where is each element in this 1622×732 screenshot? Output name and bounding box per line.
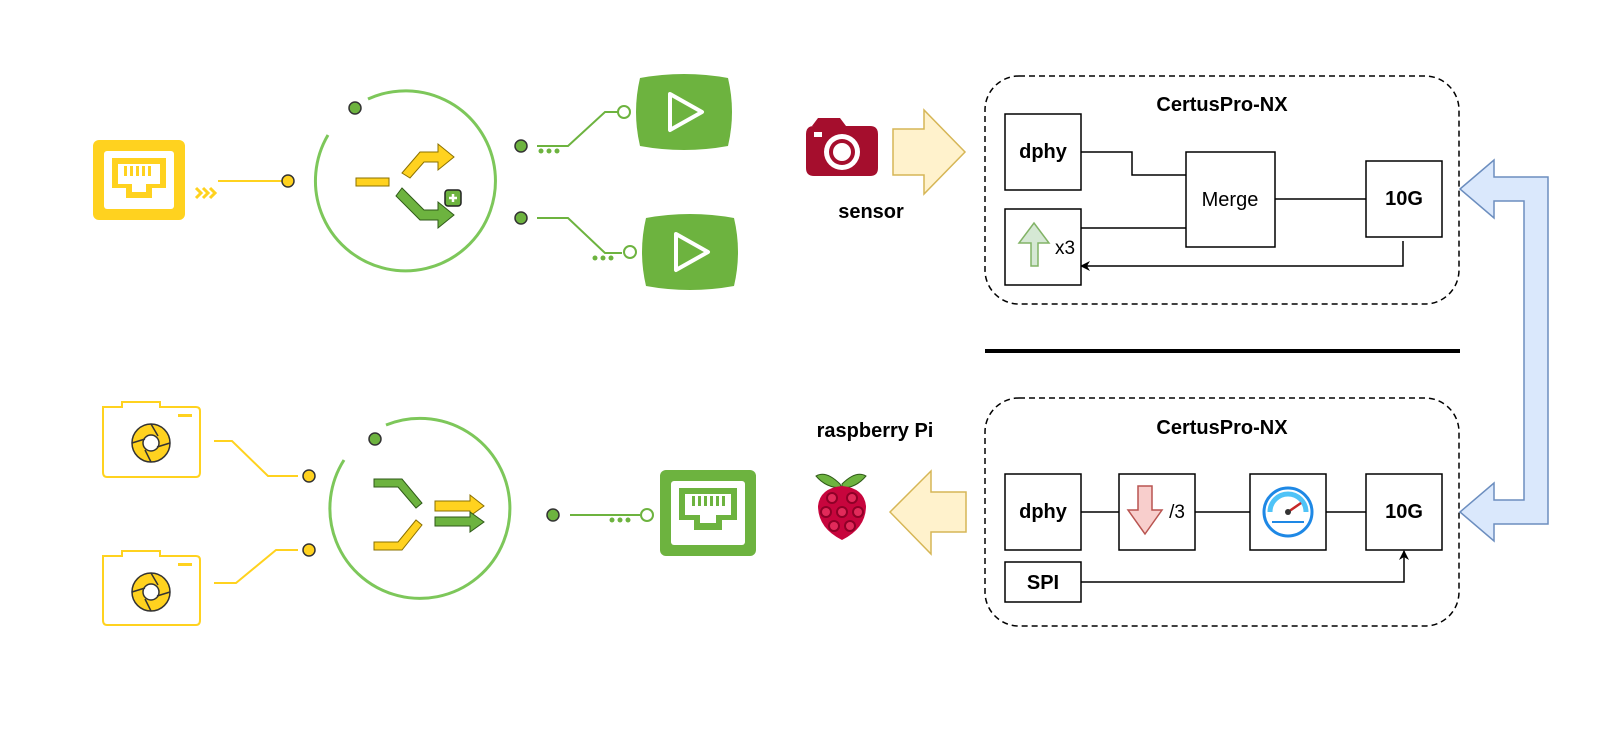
bottom-connectors xyxy=(1081,511,1409,583)
merge-label: Merge xyxy=(1202,189,1259,211)
bottom-10g-label: 10G xyxy=(1385,501,1423,523)
input-port-dot xyxy=(281,174,295,188)
stream-merge-icon xyxy=(328,416,512,600)
bottom-panel-title: CertusPro-NX xyxy=(1156,417,1288,439)
camera-icon xyxy=(102,401,201,478)
top-connectors xyxy=(1080,151,1404,271)
ethernet-port-icon xyxy=(660,470,756,556)
bottom-fpga-panel xyxy=(984,397,1460,627)
upscale-label: x3 xyxy=(1055,238,1075,259)
port-dot xyxy=(623,245,637,259)
output-port-dot xyxy=(546,508,560,522)
connector-line xyxy=(537,217,622,254)
connector-dots xyxy=(592,255,614,261)
raspberry-pi-icon xyxy=(815,473,867,540)
connector-dots xyxy=(538,148,560,154)
spi-block xyxy=(1004,561,1082,603)
stream-chevrons-icon xyxy=(194,186,218,200)
port-dot xyxy=(640,508,654,522)
port-dot xyxy=(617,105,631,119)
spi-label: SPI xyxy=(1027,572,1059,594)
data-flow-arrow xyxy=(888,469,967,556)
top-panel-title: CertusPro-NX xyxy=(1156,94,1288,116)
top-dphy-block xyxy=(1004,113,1082,191)
play-output-icon xyxy=(636,74,732,150)
stream-split-icon xyxy=(313,89,497,273)
output-port-dot xyxy=(514,139,528,153)
down-arrow-icon xyxy=(1126,485,1164,536)
connector-dots xyxy=(609,517,631,523)
photo-camera-icon xyxy=(806,118,878,176)
downscale-label: /3 xyxy=(1169,502,1185,523)
output-port-dot xyxy=(514,211,528,225)
bottom-dphy-block xyxy=(1004,473,1082,551)
bottom-10g-block xyxy=(1365,473,1443,551)
top-10g-label: 10G xyxy=(1385,188,1423,210)
top-dphy-label: dphy xyxy=(1019,141,1068,163)
input-port-dot xyxy=(302,469,316,483)
input-port-dot xyxy=(302,543,316,557)
data-flow-arrow xyxy=(892,108,967,196)
connector-line xyxy=(214,440,298,477)
top-upscale-block xyxy=(1004,208,1082,286)
ethernet-port-icon xyxy=(93,140,185,220)
connector-line xyxy=(537,111,618,147)
top-fpga-panel xyxy=(984,75,1460,305)
raspberry-label: raspberry Pi xyxy=(817,420,934,442)
bottom-dphy-label: dphy xyxy=(1019,501,1068,523)
camera-icon xyxy=(102,550,201,626)
up-arrow-icon xyxy=(1017,221,1051,267)
top-10g-block xyxy=(1365,160,1443,238)
bidirectional-link-arrow xyxy=(1458,158,1549,543)
sensor-label: sensor xyxy=(838,201,904,223)
speed-gauge-icon xyxy=(1262,486,1314,538)
merge-block xyxy=(1185,151,1276,248)
play-output-icon xyxy=(642,214,738,290)
connector-line xyxy=(214,549,298,584)
